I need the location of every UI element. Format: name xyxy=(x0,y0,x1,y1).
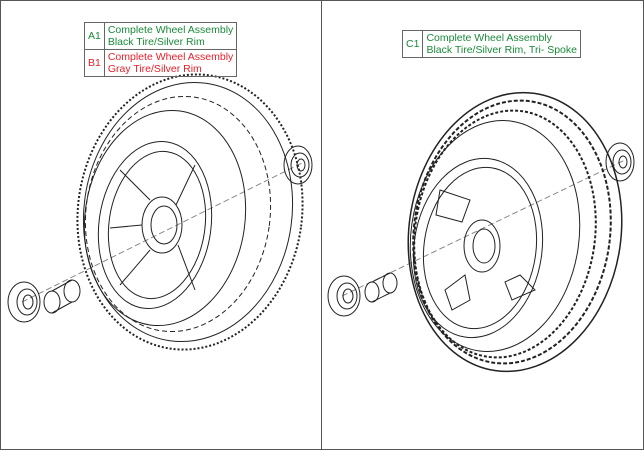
tri-spoke-rim xyxy=(412,157,544,339)
five-spoke-rim xyxy=(97,140,213,310)
part-code: C1 xyxy=(401,30,424,58)
part-description: Complete Wheel Assembly Black Tire/Silve… xyxy=(422,30,581,58)
spacer-tube xyxy=(364,272,398,303)
bearing-left xyxy=(327,275,361,317)
spacer-tube xyxy=(43,279,81,314)
legend-row-c1: C1 Complete Wheel Assembly Black Tire/Si… xyxy=(401,30,581,58)
description-line: Gray Tire/Silver Rim xyxy=(107,63,202,75)
part-code: A1 xyxy=(84,22,105,50)
description-line: Black Tire/Silver Rim xyxy=(107,36,205,48)
axle-centerline xyxy=(341,159,626,297)
legend-row-a1: A1 Complete Wheel Assembly Black Tire/Si… xyxy=(84,22,238,50)
knobby-tire xyxy=(76,73,304,351)
panel-divider xyxy=(321,0,322,450)
description-line: Black Tire/Silver Rim, Tri- Spoke xyxy=(426,44,577,56)
right-parts-legend: C1 Complete Wheel Assembly Black Tire/Si… xyxy=(401,30,581,58)
left-wheel-assembly xyxy=(7,73,313,351)
description-line: Complete Wheel Assembly xyxy=(426,32,552,44)
tread-tire xyxy=(407,91,623,373)
axle-centerline xyxy=(21,162,303,303)
description-line: Complete Wheel Assembly xyxy=(107,24,234,36)
bearing-right xyxy=(283,145,313,185)
right-wheel-assembly xyxy=(327,91,635,373)
part-description: Complete Wheel Assembly Gray Tire/Silver… xyxy=(103,49,238,77)
legend-row-b1: B1 Complete Wheel Assembly Gray Tire/Sil… xyxy=(84,49,238,77)
description-line: Complete Wheel Assembly xyxy=(107,51,234,63)
part-description: Complete Wheel Assembly Black Tire/Silve… xyxy=(103,22,238,50)
part-code: B1 xyxy=(84,49,105,77)
left-parts-legend: A1 Complete Wheel Assembly Black Tire/Si… xyxy=(84,22,238,77)
bearing-right xyxy=(605,142,635,182)
bearing-left xyxy=(7,281,41,323)
